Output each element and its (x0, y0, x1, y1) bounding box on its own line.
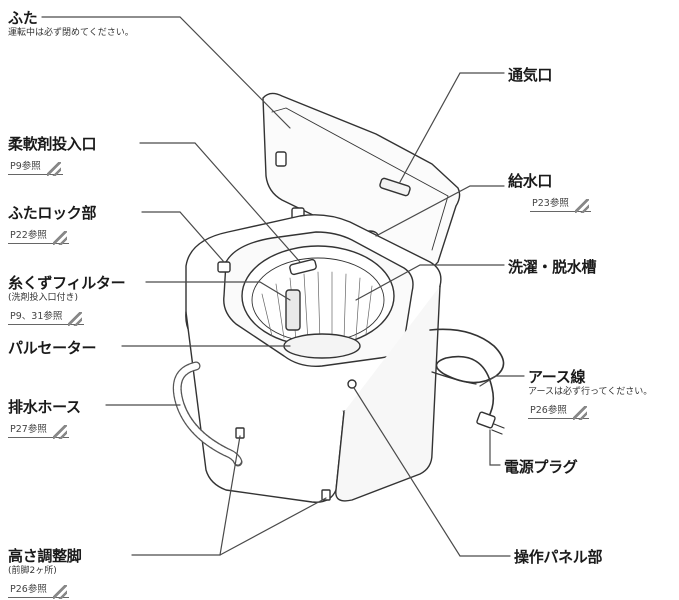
label-futa-note: 運転中は必ず閉めてください。 (8, 28, 134, 38)
ground-wire (431, 371, 477, 385)
leader-water-inlet (375, 185, 505, 237)
power-cord (429, 328, 505, 419)
cabinet-side (335, 285, 441, 502)
lid-outline (262, 92, 461, 269)
leader-lint-filter (145, 281, 291, 301)
control-panel-knob (347, 379, 357, 389)
label-lid-lock-ref: P22参照 (8, 230, 69, 245)
label-lint-filter-ref: P9、31参照 (8, 311, 85, 326)
leader-ground-wire (479, 375, 525, 387)
leader-control-panel (353, 387, 511, 557)
label-control-panel-title: 操作パネル部 (514, 548, 603, 566)
label-control-panel: 操作パネル部 (514, 546, 603, 567)
drum-rim (241, 245, 395, 347)
label-lint-filter-sub: (洗剤投入口付き) (8, 293, 79, 303)
leader-lid-lock (141, 211, 225, 263)
label-vent: 通気口 (508, 64, 552, 85)
label-power-plug-title: 電源プラグ (504, 458, 578, 476)
label-lid-lock: ふたロック部 P22参照 (8, 202, 97, 245)
label-softener-title: 柔軟剤投入口 (8, 135, 97, 153)
label-vent-title: 通気口 (508, 66, 553, 84)
label-water-inlet-ref: P23参照 (530, 198, 591, 213)
label-ground-wire-ref: P26参照 (528, 405, 589, 420)
label-water-inlet: 給水口 P23参照 (508, 170, 591, 213)
leader-softener (139, 142, 301, 263)
softener-cap (289, 258, 317, 276)
label-softener: 柔軟剤投入口 P9参照 (8, 133, 97, 176)
label-ground-wire: アース線 アースは必ず行ってください。 P26参照 (528, 366, 653, 420)
label-futa: ふた 運転中は必ず閉めてください。 (8, 7, 134, 39)
label-ground-wire-title: アース線 (528, 368, 586, 386)
label-futa-title: ふた (8, 9, 38, 27)
power-plug-body (476, 411, 496, 429)
leader-futa (41, 16, 291, 129)
label-water-inlet-title: 給水口 (508, 172, 553, 190)
label-drain-hose-ref: P27参照 (8, 424, 69, 439)
lid-inner-edge (271, 107, 449, 251)
label-lint-filter: 糸くずフィルター (洗剤投入口付き) P9、31参照 (8, 272, 126, 326)
foot-right (321, 489, 331, 501)
leader-feet-2 (219, 497, 327, 556)
label-leveling-feet: 高さ調整脚 (前脚2ヶ所) P26参照 (8, 545, 82, 599)
label-leveling-feet-ref: P26参照 (8, 584, 69, 599)
label-drum-title: 洗濯・脱水槽 (508, 258, 597, 276)
label-drain-hose-title: 排水ホース (8, 398, 81, 416)
label-drum: 洗濯・脱水槽 (508, 256, 597, 277)
leader-vent (399, 72, 505, 183)
label-lid-lock-title: ふたロック部 (8, 204, 97, 222)
label-drain-hose: 排水ホース P27参照 (8, 396, 81, 439)
label-leveling-feet-title: 高さ調整脚 (8, 547, 82, 565)
leader-lines (41, 16, 525, 557)
leader-drum (355, 264, 505, 301)
label-pulsator-title: パルセーター (8, 339, 97, 357)
vent-slot (379, 177, 411, 197)
lint-filter (285, 289, 301, 331)
label-power-plug: 電源プラグ (504, 456, 578, 477)
leader-power-plug (489, 429, 501, 466)
label-leveling-feet-sub: (前脚2ヶ所) (8, 566, 57, 576)
label-softener-ref: P9参照 (8, 161, 63, 176)
lid-lock-tab (217, 261, 231, 273)
lid-latch (275, 151, 287, 167)
label-lint-filter-title: 糸くずフィルター (8, 274, 126, 292)
pulsator (283, 333, 361, 359)
label-ground-wire-note: アースは必ず行ってください。 (528, 387, 653, 397)
label-pulsator: パルセーター (8, 337, 97, 358)
